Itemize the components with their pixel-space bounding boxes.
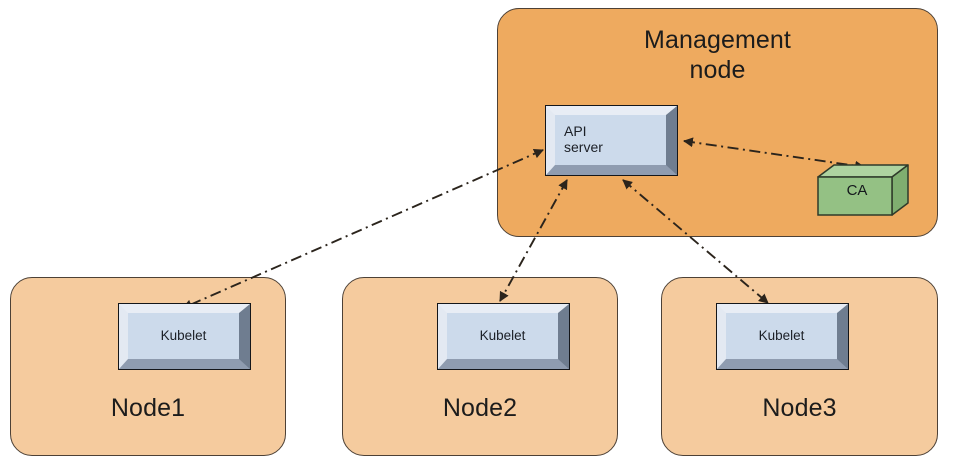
- api-server-bevel-frame: [546, 106, 677, 175]
- api-server-label-line1: API: [564, 123, 587, 140]
- api-server-label: API server: [564, 124, 603, 155]
- ca-box-front-face: [817, 176, 893, 216]
- management-node-title-line1: Management: [644, 26, 791, 54]
- kubelet-bevel-frame: [438, 304, 569, 369]
- node-label-node1: Node1: [110, 394, 186, 422]
- kubelet-box-node2[interactable]: Kubelet: [437, 303, 570, 370]
- kubelet-bevel-frame: [119, 304, 250, 369]
- kubelet-face: Kubelet: [726, 313, 837, 359]
- ca-box[interactable]: [816, 163, 910, 217]
- kubelet-box-node1[interactable]: Kubelet: [118, 303, 251, 370]
- node-label-node3: Node3: [762, 394, 837, 422]
- api-server-box[interactable]: API server: [545, 105, 678, 176]
- kubelet-face: Kubelet: [128, 313, 239, 359]
- kubelet-bevel-frame: [717, 304, 848, 369]
- kubelet-label: Kubelet: [479, 328, 526, 344]
- kubelet-face: Kubelet: [447, 313, 558, 359]
- api-server-label-line2: server: [564, 139, 603, 155]
- api-server-face: API server: [555, 115, 666, 165]
- node-label-node2: Node2: [442, 394, 518, 422]
- management-node-title: Management node: [497, 26, 938, 85]
- kubelet-label: Kubelet: [160, 328, 207, 344]
- management-node-title-line2: node: [689, 55, 746, 84]
- kubelet-box-node3[interactable]: Kubelet: [716, 303, 849, 370]
- kubelet-label: Kubelet: [758, 328, 805, 344]
